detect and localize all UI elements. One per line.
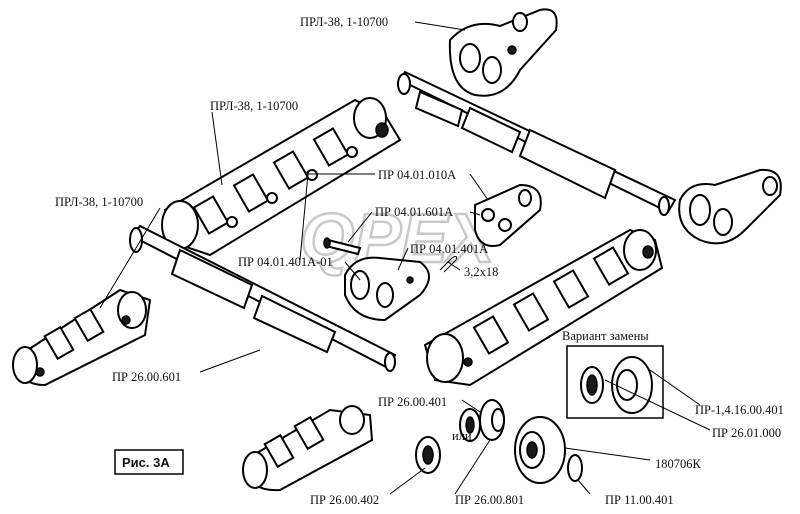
- bush-801: [479, 399, 505, 441]
- shaft-upper: [397, 70, 677, 216]
- roller-chain-bottom: [242, 405, 374, 492]
- callout-or-word: или: [452, 429, 472, 443]
- circlip-401: [567, 454, 583, 482]
- callout-chain-left: ПРЛ-38, 1-10700: [55, 195, 143, 209]
- cotter-pin: [439, 255, 457, 273]
- callout-ring-000: ПР 26.01.000: [712, 426, 781, 440]
- leader-lines: [99, 21, 711, 495]
- chain-link-top: [448, 8, 558, 97]
- chain-link-right: [678, 168, 782, 245]
- callout-chain-top: ПРЛ-38, 1-10700: [300, 15, 388, 29]
- callout-chain-mid: ПРЛ-38, 1-10700: [210, 99, 298, 113]
- figure-label: Рис. 3А: [122, 455, 170, 470]
- washer-402: [415, 436, 441, 474]
- callout-cotter: 3,2х18: [464, 265, 498, 279]
- callout-seal-401: ПР 26.00.401: [378, 395, 447, 409]
- replacement-variant-box: [566, 345, 664, 419]
- callout-plate-401a-01: ПР 04.01.401А-01: [238, 255, 333, 269]
- roller-chain-left: [12, 288, 152, 387]
- pin-601a: [323, 237, 362, 256]
- callout-bearing-180706k: 180706К: [655, 457, 702, 471]
- callout-shaft-601: ПР 26.00.601: [112, 370, 181, 384]
- shaft-left: [129, 224, 397, 372]
- connecting-link-010a: [474, 183, 542, 247]
- callout-bearing-alt: ПР-1,4.16.00.401: [695, 403, 784, 417]
- callout-circlip-401: ПР 11.00.401: [605, 493, 674, 507]
- callout-link-010a: ПР 04.01.010А: [378, 168, 456, 182]
- callout-washer-402: ПР 26.00.402: [310, 493, 379, 507]
- callout-variant-title: Вариант замены: [562, 329, 649, 343]
- roller-chain-upper: [161, 97, 402, 257]
- callout-plate-401a: ПР 04.01.401А: [410, 242, 488, 256]
- plate-401a: [344, 256, 430, 322]
- roller-chain-right: [423, 228, 664, 387]
- figure-label-box: [114, 449, 184, 475]
- callout-bush-801: ПР 26.00.801: [455, 493, 524, 507]
- bearing-180706k: [514, 416, 566, 484]
- callout-pin-601a: ПР 04.01.601А: [375, 205, 453, 219]
